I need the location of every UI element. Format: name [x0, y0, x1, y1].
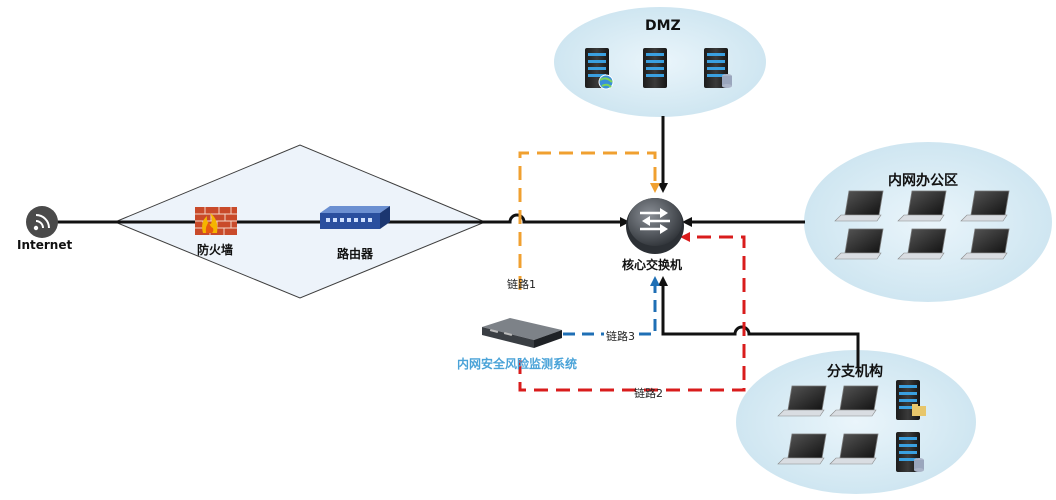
link3-label: 链路3: [604, 328, 637, 344]
monitor-system-label: 内网安全风险监测系统: [457, 357, 578, 371]
router-icon: [320, 206, 390, 229]
branch-to-switch-line: [661, 284, 860, 368]
office-label: 内网办公区: [888, 173, 958, 189]
link2-line: [518, 235, 746, 392]
link3-line: [563, 285, 657, 336]
internet-to-switch-line: [52, 213, 622, 224]
router-label: 路由器: [337, 247, 374, 261]
internet-label: Internet: [17, 238, 73, 252]
branch-database-server-icon: [896, 432, 924, 472]
firewall-icon: [195, 207, 237, 235]
office-zone: [804, 142, 1052, 302]
link2-label: 链路2: [634, 387, 663, 400]
link1-line: [518, 151, 657, 290]
wifi-icon: [26, 206, 58, 238]
core-switch-label: 核心交换机: [622, 258, 683, 272]
server-icon: [643, 48, 667, 88]
link1-label: 链路1: [507, 278, 536, 291]
branch-file-server-icon: [896, 380, 926, 420]
web-server-icon: [585, 48, 614, 90]
firewall-label: 防火墙: [197, 243, 234, 257]
branch-label: 分支机构: [827, 364, 883, 380]
switch-icon: [626, 198, 684, 254]
database-server-icon: [704, 48, 732, 88]
appliance-icon: [482, 318, 562, 348]
dmz-label: DMZ: [645, 18, 681, 34]
